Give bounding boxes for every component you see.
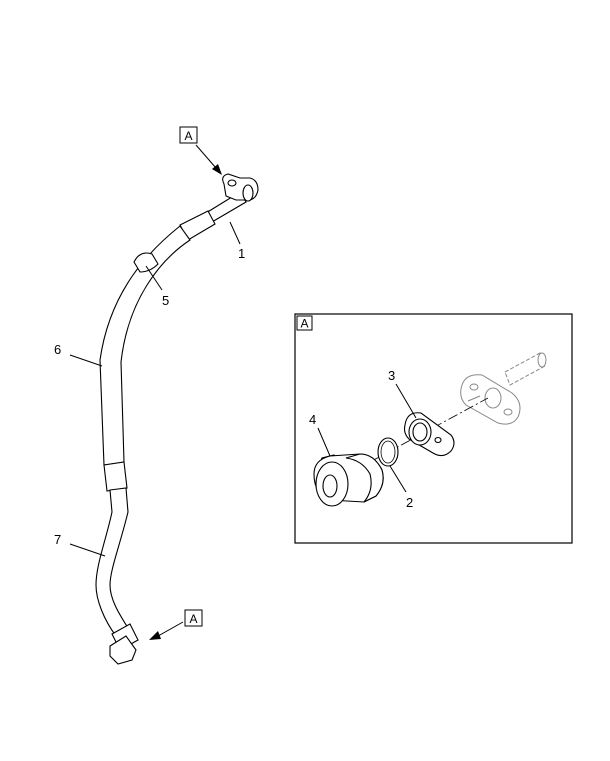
arrow-icon bbox=[149, 631, 161, 640]
callout-5: 5 bbox=[145, 265, 169, 308]
callout-2: 2 bbox=[389, 465, 413, 510]
detail-box: A bbox=[294, 313, 573, 544]
view-ref-top-letter: A bbox=[184, 129, 192, 143]
view-ref-bottom-letter: A bbox=[189, 612, 197, 626]
callout-number: 1 bbox=[238, 246, 245, 261]
callout-number: 6 bbox=[54, 342, 61, 357]
gasket-part-3 bbox=[403, 412, 455, 457]
o-ring-part-2 bbox=[377, 437, 399, 467]
bottom-fitting bbox=[109, 623, 139, 665]
callout-6: 6 bbox=[54, 342, 103, 367]
fitting-part-4 bbox=[313, 453, 384, 507]
callout-1: 1 bbox=[229, 221, 245, 261]
callout-7: 7 bbox=[54, 532, 106, 557]
view-ref-bottom: A bbox=[149, 609, 203, 640]
top-fitting bbox=[222, 173, 259, 202]
callout-4: 4 bbox=[309, 412, 331, 457]
callout-number: 5 bbox=[162, 293, 169, 308]
callout-number: 4 bbox=[309, 412, 316, 427]
arrow-icon bbox=[212, 164, 222, 175]
hose-main bbox=[95, 173, 259, 665]
callout-number: 3 bbox=[388, 368, 395, 383]
view-ref-top: A bbox=[179, 126, 222, 175]
detail-box-letter: A bbox=[300, 317, 308, 331]
callout-3: 3 bbox=[388, 368, 417, 419]
callout-number: 7 bbox=[54, 532, 61, 547]
callout-number: 2 bbox=[406, 495, 413, 510]
ghost-flange bbox=[460, 352, 547, 425]
